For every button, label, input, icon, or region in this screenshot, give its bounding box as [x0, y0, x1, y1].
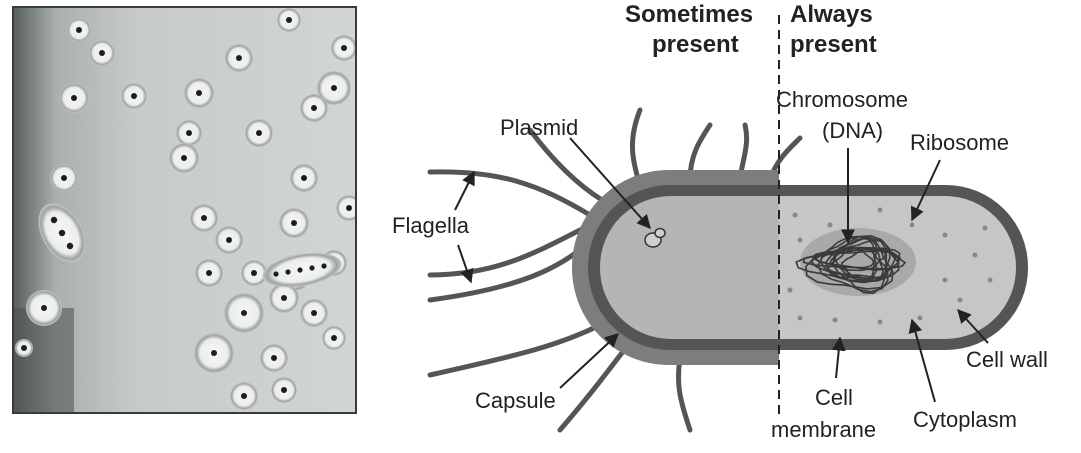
header-always-line1: Always — [790, 1, 873, 28]
label-cell-wall: Cell wall — [966, 347, 1048, 372]
cell-body-left — [572, 170, 779, 365]
label-cell-membrane-line1: Cell — [815, 385, 853, 410]
label-chromosome-line1: Chromosome — [776, 87, 908, 112]
leader-lines — [454, 137, 989, 403]
label-flagella: Flagella — [392, 213, 470, 238]
cytoplasm-left — [600, 196, 779, 339]
header-always-line2: present — [790, 31, 877, 58]
label-cytoplasm: Cytoplasm — [913, 407, 1017, 432]
micrograph-image — [14, 8, 355, 412]
micrograph-panel — [12, 6, 357, 414]
header-sometimes-line2: present — [652, 31, 739, 58]
label-ribosome: Ribosome — [910, 130, 1009, 155]
chromosome-dna — [795, 228, 916, 296]
flagella-group — [427, 107, 803, 433]
label-plasmid: Plasmid — [500, 115, 578, 140]
plasmid-shape — [644, 227, 666, 248]
header-sometimes-line1: Sometimes — [625, 1, 753, 28]
label-capsule: Capsule — [475, 388, 556, 413]
label-cell-membrane-line2: membrane — [771, 417, 876, 442]
label-chromosome-line2: (DNA) — [822, 118, 883, 143]
ribosomes — [787, 207, 993, 325]
